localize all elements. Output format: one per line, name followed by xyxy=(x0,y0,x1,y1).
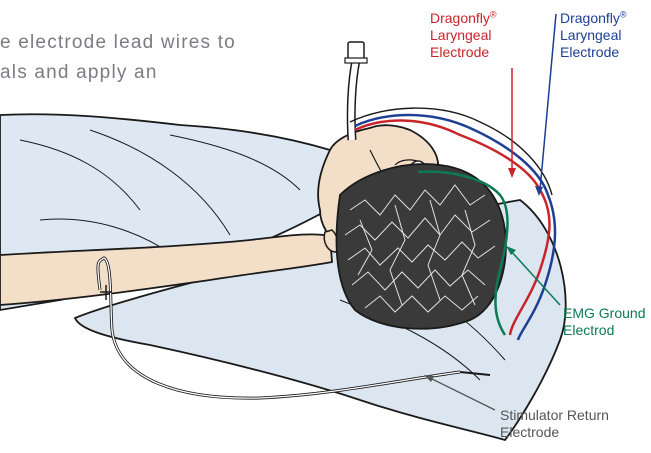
label-dragonfly-laryngeal-blue: Dragonfly® Laryngeal Electrode xyxy=(560,10,627,61)
label-gray-line-2: Electrode xyxy=(500,424,609,441)
label-blue-line-2: Laryngeal xyxy=(560,27,627,44)
label-red-line-1: Dragonfly xyxy=(430,10,490,26)
label-emg-ground: EMG Ground Electrod xyxy=(563,305,645,339)
registered-mark: ® xyxy=(620,9,627,19)
label-red-line-2: Laryngeal xyxy=(430,27,497,44)
intro-line-1: e electrode lead wires to xyxy=(0,33,236,52)
label-blue-line-1: Dragonfly xyxy=(560,10,620,26)
label-blue-line-3: Electrode xyxy=(560,44,627,61)
label-dragonfly-laryngeal-red: Dragonfly® Laryngeal Electrode xyxy=(430,10,497,61)
label-red-line-3: Electrode xyxy=(430,44,497,61)
blue-leader-line xyxy=(540,14,556,190)
label-green-line-2: Electrod xyxy=(563,322,645,339)
hair-cap xyxy=(336,164,505,329)
label-green-line-1: EMG Ground xyxy=(563,305,645,322)
registered-mark: ® xyxy=(490,9,497,19)
label-stimulator-return: Stimulator Return Electrode xyxy=(500,407,609,441)
intro-line-2: als and apply an xyxy=(0,63,158,82)
label-gray-line-1: Stimulator Return xyxy=(500,407,609,424)
